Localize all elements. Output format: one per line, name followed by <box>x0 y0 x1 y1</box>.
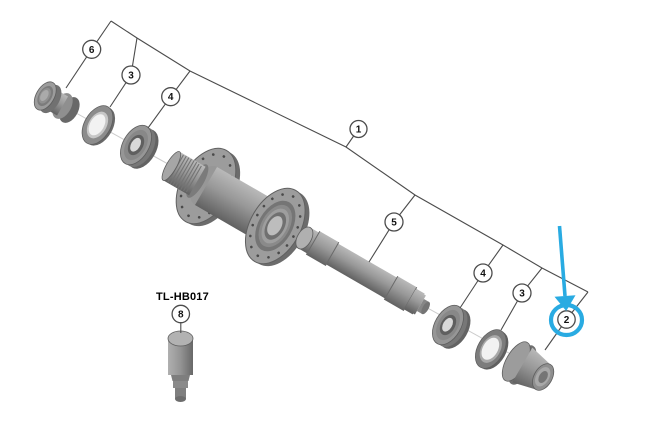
bearing-right-illustration <box>432 304 471 349</box>
hub-body-illustration <box>161 147 310 267</box>
callout-6: 6 <box>82 39 102 59</box>
highlight-annotation <box>548 225 585 338</box>
callout-4-right-label: 4 <box>480 269 486 280</box>
highlight-ring <box>548 302 585 338</box>
callout-5-label: 5 <box>391 218 397 229</box>
callout-2: 2 <box>557 310 576 329</box>
seal-ring-left-illustration <box>81 105 116 146</box>
callout-5: 5 <box>384 212 404 232</box>
callout-4-left-label: 4 <box>168 92 174 103</box>
callout-3-left: 3 <box>121 65 141 85</box>
callout-4-right: 4 <box>473 263 493 283</box>
callout-3-right-label: 3 <box>519 289 525 300</box>
highlight-arrow-shaft <box>557 225 567 297</box>
callout-1: 1 <box>349 119 368 139</box>
main-bracket-line <box>110 20 589 293</box>
callout-3-right: 3 <box>512 283 532 303</box>
callout-8: 8 <box>171 304 191 324</box>
left-end-cap-illustration <box>33 81 80 123</box>
end-cap-right-illustration <box>501 341 555 391</box>
callout-2-label: 2 <box>564 315 570 326</box>
callout-1-label: 1 <box>356 125 362 136</box>
tool-illustration <box>167 330 194 402</box>
bearing-left-illustration <box>120 124 159 169</box>
callout-3-left-label: 3 <box>128 71 134 82</box>
callout-8-label: 8 <box>178 310 184 321</box>
axle-illustration <box>295 226 430 315</box>
callout-6-label: 6 <box>89 45 95 56</box>
seal-ring-right-illustration <box>475 329 509 370</box>
callout-4-left: 4 <box>161 87 181 107</box>
tool-label: TL-HB017 <box>156 291 209 303</box>
leader-lines <box>65 20 589 351</box>
